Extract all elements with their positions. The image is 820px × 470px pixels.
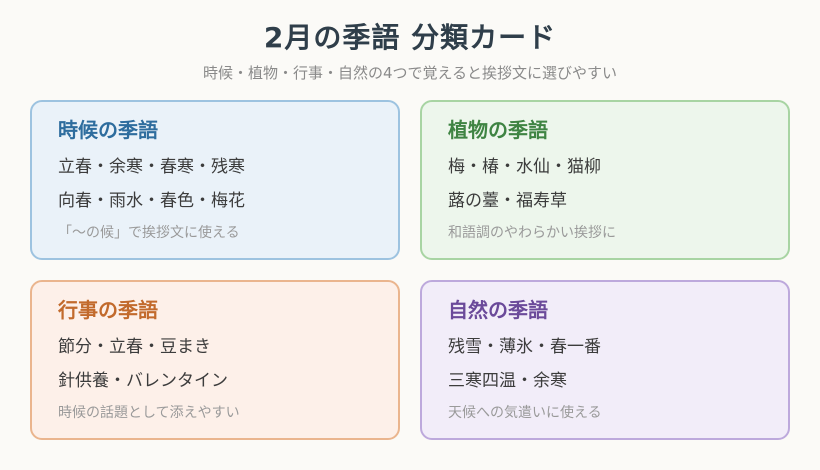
page-title: 2月の季語 分類カード <box>263 21 557 54</box>
card-line: 針供養・バレンタイン <box>58 371 228 391</box>
card-shizen: 自然の季語 残雪・薄氷・春一番 三寒四温・余寒 天候への気遣いに使える <box>420 280 790 440</box>
card-note: 時候の話題として添えやすい <box>58 405 240 421</box>
card-shokubutsu: 植物の季語 梅・椿・水仙・猫柳 蕗の薹・福寿草 和語調のやわらかい挨拶に <box>420 100 790 260</box>
page-subtitle: 時候・植物・行事・自然の4つで覚えると挨拶文に選びやすい <box>202 64 618 82</box>
card-line: 立春・余寒・春寒・残寒 <box>58 157 245 177</box>
card-line: 三寒四温・余寒 <box>448 371 567 391</box>
card-line: 節分・立春・豆まき <box>58 337 211 357</box>
card-line: 向春・雨水・春色・梅花 <box>58 191 245 211</box>
card-line: 残雪・薄氷・春一番 <box>448 337 601 357</box>
card-line: 蕗の薹・福寿草 <box>448 191 567 211</box>
card-jikou: 時候の季語 立春・余寒・春寒・残寒 向春・雨水・春色・梅花 「〜の候」で挨拶文に… <box>30 100 400 260</box>
card-note: 「〜の候」で挨拶文に使える <box>58 225 240 241</box>
card-title: 植物の季語 <box>448 118 548 142</box>
card-note: 天候への気遣いに使える <box>448 405 602 421</box>
card-line: 梅・椿・水仙・猫柳 <box>448 157 601 177</box>
card-title: 行事の季語 <box>58 298 158 322</box>
card-note: 和語調のやわらかい挨拶に <box>448 225 616 241</box>
card-gyouji: 行事の季語 節分・立春・豆まき 針供養・バレンタイン 時候の話題として添えやすい <box>30 280 400 440</box>
card-title: 自然の季語 <box>448 298 548 322</box>
card-title: 時候の季語 <box>58 118 158 142</box>
